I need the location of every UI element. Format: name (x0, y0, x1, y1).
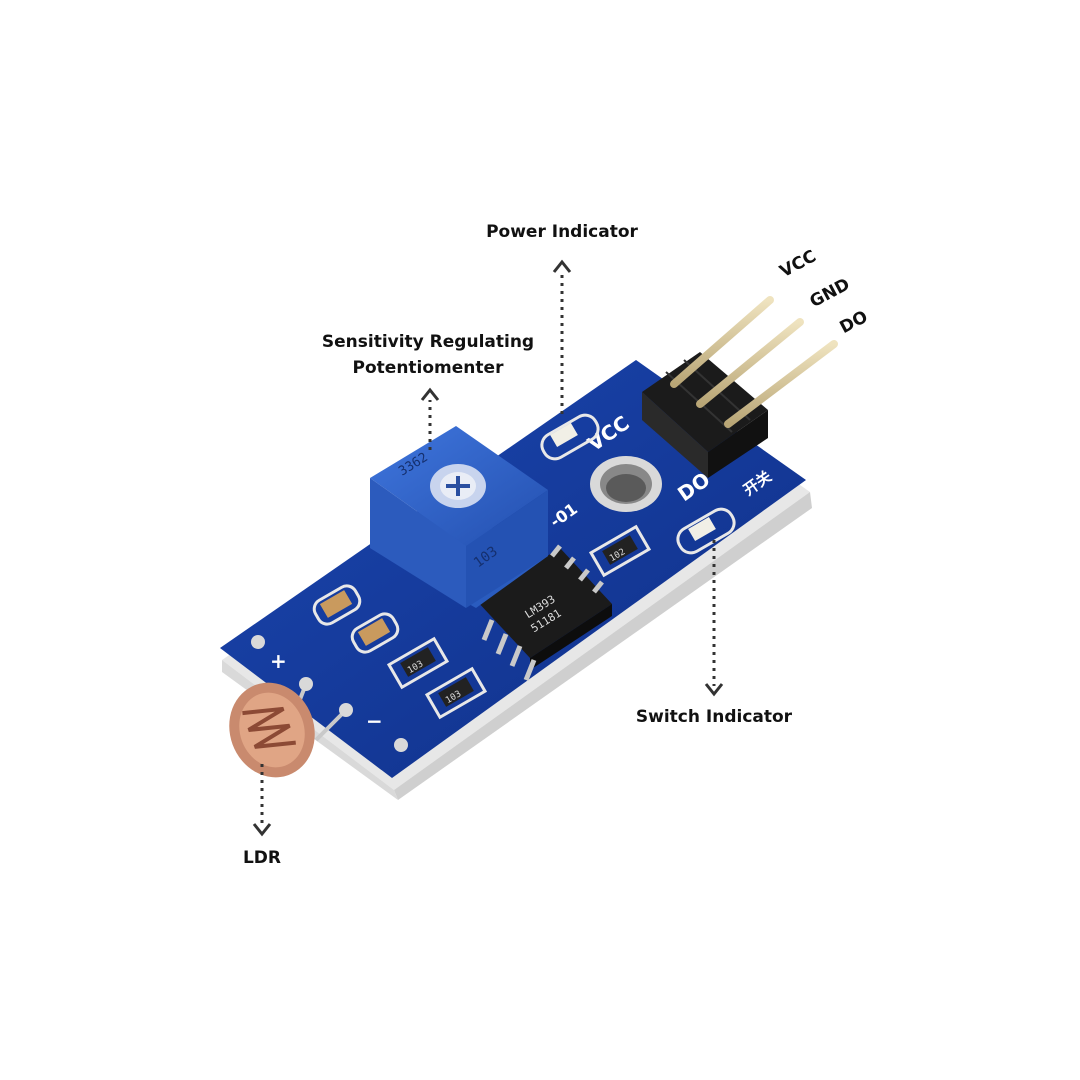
capacitor (350, 612, 400, 654)
resistor-103-upper: 103 (386, 636, 450, 690)
arrow-switch-indicator (704, 540, 724, 697)
header-pin-do (724, 340, 838, 428)
pin-header (642, 296, 838, 478)
label-potentiometer-line1: Sensitivity Regulating (321, 332, 535, 352)
power-led (540, 413, 600, 461)
label-potentiometer-line2: Potentiomenter (352, 358, 504, 378)
label-ldr: LDR (242, 848, 282, 868)
potentiometer: 3362 103 (370, 426, 548, 608)
via-hole (251, 635, 265, 649)
label-power-indicator: Power Indicator (486, 222, 638, 242)
label-switch-indicator: Switch Indicator (635, 707, 793, 727)
header-pin-gnd (696, 318, 804, 408)
resistor-102: 102 (588, 524, 652, 578)
silk-minus: − (366, 709, 383, 733)
header-pin-vcc (670, 296, 774, 388)
comparator-chip: LM393 51181 (476, 544, 612, 681)
silk-plus: + (270, 649, 287, 673)
via-hole (394, 738, 408, 752)
capacitor (312, 584, 362, 626)
arrow-ldr (252, 764, 272, 837)
mounting-hole (590, 456, 662, 512)
arrow-potentiometer (420, 387, 440, 450)
arrow-power-indicator (552, 259, 572, 414)
ldr-sensor (229, 677, 353, 778)
